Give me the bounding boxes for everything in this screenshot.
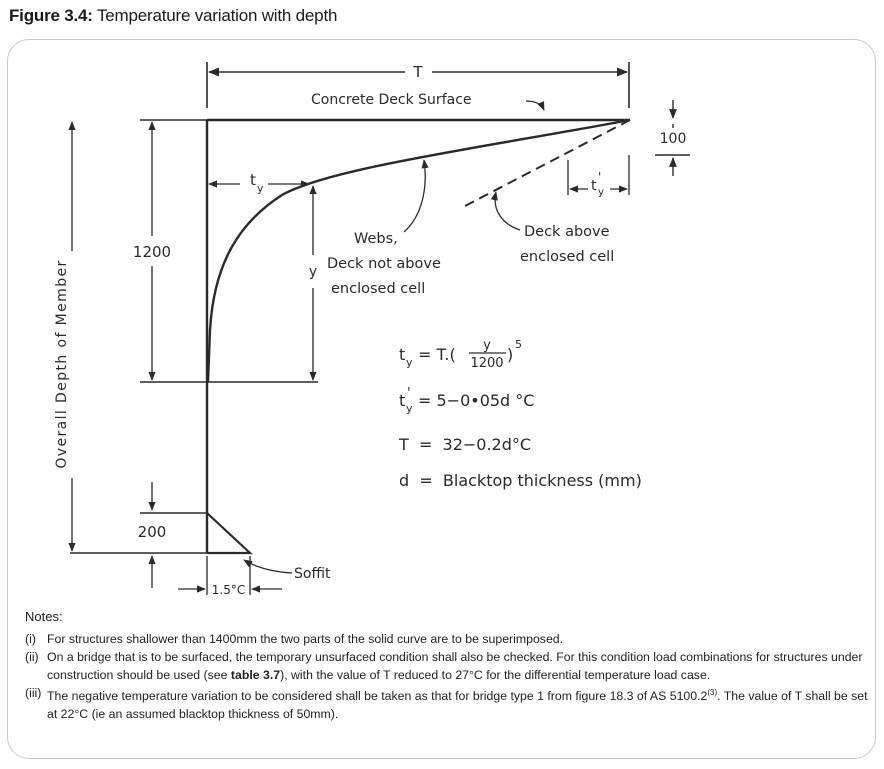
eq1-sub: y: [406, 356, 413, 369]
deck-surface-label: Concrete Deck Surface: [311, 92, 472, 108]
y-dimension: y: [140, 185, 318, 383]
note-item: (i) For structures shallower than 1400mm…: [25, 630, 870, 648]
eq2-sub: y: [406, 402, 413, 415]
top-dim-label: T: [412, 63, 423, 81]
typ-prime: ': [598, 170, 601, 184]
note-item: (iii) The negative temperature variation…: [25, 684, 870, 723]
eq1-exp: 5: [515, 338, 522, 351]
overall-depth-dimension: Overall Depth of Member: [54, 121, 76, 552]
eq1-mid: = T.(: [418, 345, 456, 364]
typ-label: t: [591, 178, 597, 194]
soffit-triangle: [206, 512, 253, 555]
notes-section: Notes: (i) For structures shallower than…: [25, 608, 870, 723]
typ-sub: y: [598, 187, 604, 198]
right-dimension-100: 100: [655, 100, 690, 176]
notes-heading: Notes:: [25, 609, 63, 624]
figure-caption: Temperature variation with depth: [96, 6, 338, 25]
ty-sub: y: [257, 182, 264, 195]
deck-above-line2: enclosed cell: [520, 249, 614, 265]
note-text: On a bridge that is to be surfaced, the …: [47, 650, 863, 682]
webs-annotation: Webs, Deck not above enclosed cell: [327, 159, 441, 297]
eq4-text: d = Blacktop thickness (mm): [399, 471, 642, 490]
eq1-denominator: 1200: [470, 356, 503, 371]
note-number: (i): [25, 632, 36, 646]
dimension-1200: 1200: [133, 119, 207, 381]
right-dim-100-label: 100: [660, 131, 687, 147]
soffit-dim-label: 1.5°C: [212, 583, 245, 597]
eq1-numerator: y: [483, 338, 491, 353]
equations-block: t y = T.( y 1200 ) 5 t y ' = 5−0•05d °C …: [398, 338, 642, 490]
top-dimension: T: [206, 62, 630, 108]
eq1-close: ): [507, 345, 513, 364]
note-number: (iii): [25, 686, 42, 700]
webs-curve: [206, 118, 631, 383]
deck-above-dashed-line: [464, 119, 631, 207]
deck-above-line1: Deck above: [524, 224, 610, 240]
note-text: For structures shallower than 1400mm the…: [47, 632, 564, 646]
note-number: (ii): [25, 650, 39, 664]
deck-surface-leader: [525, 100, 545, 111]
deck-above-annotation: Deck above enclosed cell: [490, 191, 614, 265]
soffit-label: Soffit: [294, 566, 331, 582]
figure-frame: [7, 39, 876, 759]
eq2-rest: = 5−0•05d °C: [418, 391, 534, 410]
eq2-t: t: [399, 391, 405, 410]
webs-label-line2: Deck not above: [327, 256, 441, 272]
soffit-leader: [243, 559, 293, 574]
dimension-200: 200: [70, 482, 207, 588]
dim-200-label: 200: [138, 523, 167, 541]
ty-prime-dimension: t y ': [567, 155, 630, 198]
eq2-prime: ': [407, 386, 411, 401]
figure-title: Figure 3.4: Temperature variation with d…: [9, 6, 337, 26]
citation-superscript: (3): [707, 688, 718, 697]
dim-1200-label: 1200: [133, 243, 171, 261]
ty-label: t: [250, 171, 256, 189]
soffit-dimension: 1.5°C: [178, 556, 282, 597]
note-text: The negative temperature variation to be…: [47, 688, 868, 722]
y-dim-label: y: [309, 264, 317, 280]
table-reference: table 3.7: [230, 668, 281, 682]
webs-label-line1: Webs,: [354, 231, 398, 247]
webs-label-line3: enclosed cell: [331, 281, 425, 297]
figure-label: Figure 3.4:: [9, 6, 93, 25]
ty-dimension: t y: [208, 171, 310, 195]
eq1-t: t: [399, 345, 405, 364]
overall-depth-label: Overall Depth of Member: [54, 259, 70, 468]
eq3-text: T = 32−0.2d°C: [398, 435, 531, 454]
note-item: (ii) On a bridge that is to be surfaced,…: [25, 648, 870, 684]
